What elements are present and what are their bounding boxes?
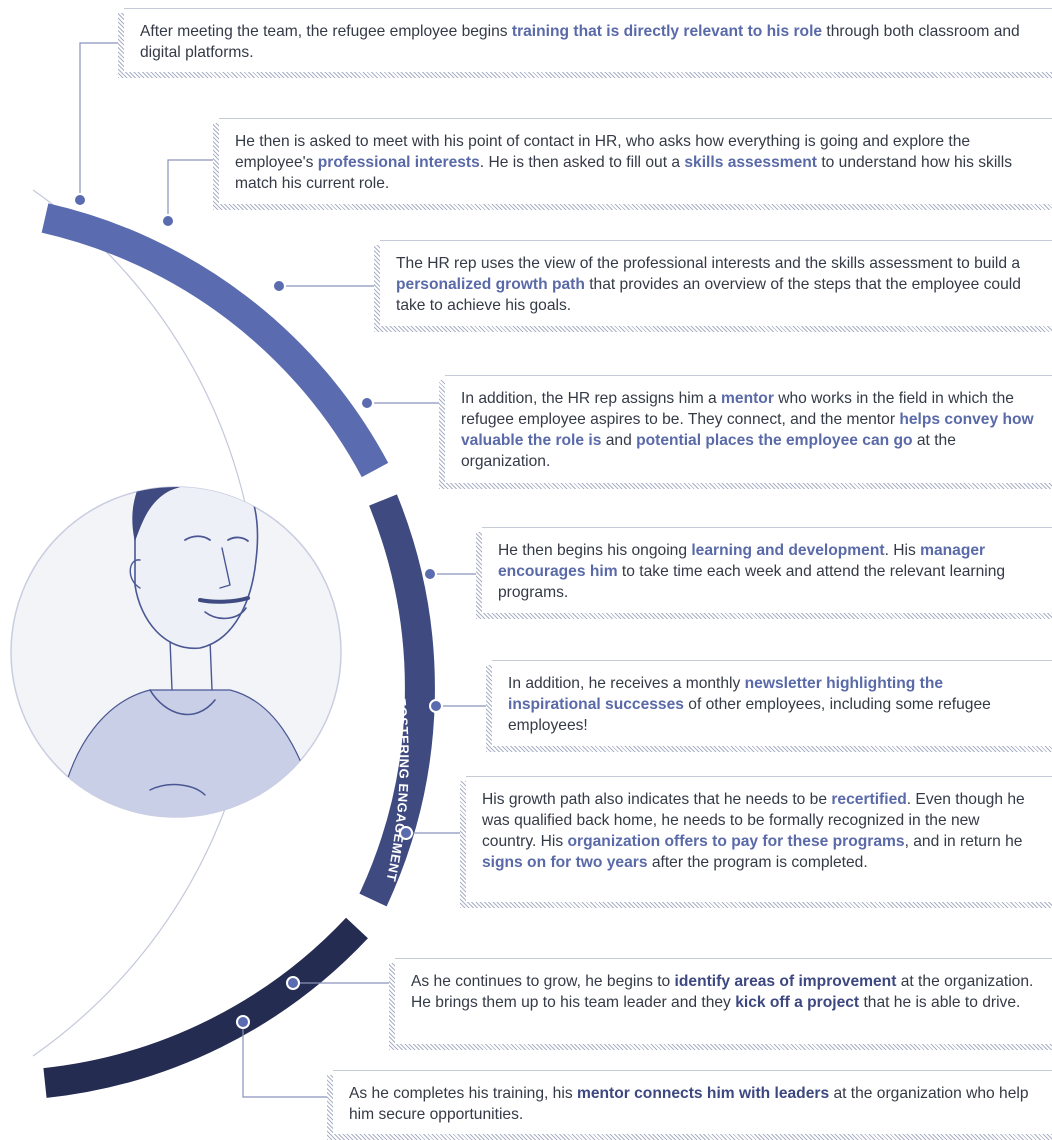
step-text: After meeting the team, the refugee empl… (140, 23, 512, 40)
timeline-dot (236, 1015, 250, 1029)
step-box-5: He then begins his ongoing learning and … (476, 527, 1052, 619)
highlight-phrase: learning and development (691, 542, 885, 559)
timeline-dot (161, 214, 175, 228)
highlight-phrase: training that is directly relevant to hi… (511, 23, 823, 40)
step-box-8: As he continues to grow, he begins to id… (389, 958, 1052, 1050)
step-text: at the organization. (461, 432, 956, 470)
step-text: , and in return he (904, 833, 1023, 850)
step-text: at the organization who help him secure … (349, 1085, 1029, 1123)
step-text: His growth path also indicates that he n… (482, 791, 832, 808)
highlight-phrase: manager encourages him (498, 542, 986, 580)
timeline-dot (429, 699, 443, 713)
timeline-dot (399, 826, 413, 840)
step-text: . His (884, 542, 921, 559)
highlight-phrase: professional interests (317, 154, 480, 171)
highlight-phrase: kick off a project (735, 994, 860, 1011)
step-text: at the organization. He brings them up t… (411, 973, 1034, 1011)
highlight-phrase: recertified (831, 791, 907, 808)
highlight-phrase: mentor (721, 390, 774, 407)
step-text: . Even though he was qualified back home… (482, 791, 1025, 850)
timeline-dot (423, 567, 437, 581)
step-text: . He is then asked to fill out a (479, 154, 685, 171)
step-box-7: His growth path also indicates that he n… (460, 776, 1052, 908)
step-box-4: In addition, the HR rep assigns him a me… (439, 375, 1052, 489)
step-text: In addition, he receives a monthly (508, 675, 745, 692)
timeline-dot (286, 976, 300, 990)
step-text: that provides an overview of the steps t… (396, 276, 1021, 314)
timeline-dot (272, 279, 286, 293)
step-text: As he completes his training, his (349, 1085, 577, 1102)
step-text: who works in the field in which the refu… (461, 390, 1014, 428)
phase-label-continuing-onward: CONTINUING ONWARD (150, 1102, 293, 1138)
step-text: of other employees, including some refug… (508, 696, 991, 734)
step-text: to take time each week and attend the re… (498, 563, 1006, 601)
step-text: and (601, 432, 637, 449)
step-box-6: In addition, he receives a monthly newsl… (486, 660, 1052, 752)
phase-band-fostering-engagement (359, 494, 435, 907)
timeline-dot (360, 396, 374, 410)
step-text: that he is able to drive. (859, 994, 1021, 1011)
highlight-phrase: helps convey how valuable the role is (461, 411, 1034, 449)
highlight-phrase: skills assessment (684, 154, 817, 171)
step-text: through both classroom and digital platf… (140, 23, 1020, 61)
highlight-phrase: identify areas of improvement (674, 973, 897, 990)
timeline-dot (73, 193, 87, 207)
step-text: after the program is completed. (647, 854, 868, 871)
connector-step-1 (79, 42, 118, 200)
step-text: The HR rep uses the view of the professi… (396, 255, 1021, 272)
highlight-phrase: organization offers to pay for these pro… (567, 833, 905, 850)
highlight-phrase: mentor connects him with leaders (576, 1085, 830, 1102)
connector-step-9 (242, 1022, 327, 1098)
highlight-phrase: signs on for two years (482, 854, 648, 871)
step-box-2: He then is asked to meet with his point … (213, 118, 1052, 210)
phase-band-getting-started (41, 203, 389, 478)
step-box-9: As he completes his training, his mentor… (327, 1070, 1052, 1140)
step-text: He then begins his ongoing (498, 542, 692, 559)
step-text: As he continues to grow, he begins to (411, 973, 675, 990)
phase-band-continuing-onward (43, 917, 368, 1098)
step-box-3: The HR rep uses the view of the professi… (374, 240, 1052, 332)
highlight-phrase: potential places the employee can go (636, 432, 913, 449)
step-text: He then is asked to meet with his point … (235, 133, 971, 171)
step-text: to understand how his skills match his c… (235, 154, 1013, 192)
connector-step-2 (167, 159, 213, 221)
smiling-man-portrait-icon (10, 486, 342, 818)
highlight-phrase: newsletter highlighting the inspirationa… (508, 675, 944, 713)
step-box-1: After meeting the team, the refugee empl… (118, 8, 1052, 78)
step-text: In addition, the HR rep assigns him a (461, 390, 722, 407)
highlight-phrase: personalized growth path (396, 276, 585, 293)
